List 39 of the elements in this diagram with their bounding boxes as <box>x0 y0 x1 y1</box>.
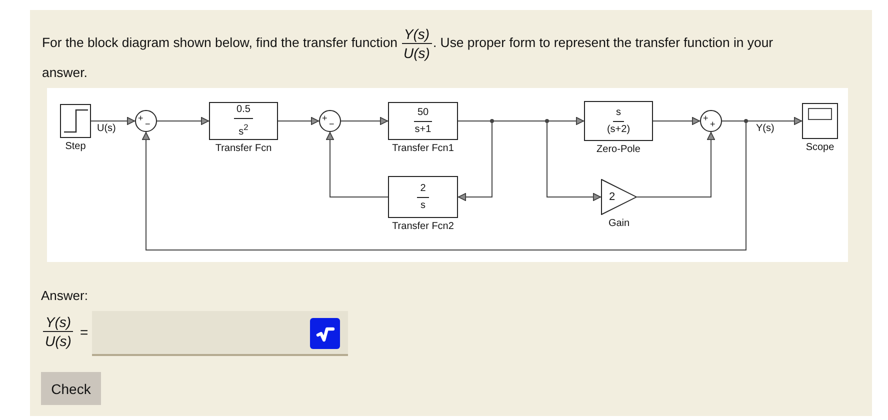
equals-sign: = <box>80 324 88 340</box>
numerator-text: 2 <box>417 182 429 198</box>
edge-label: U(s) <box>97 123 116 135</box>
fraction-numerator: Y(s) <box>43 313 74 332</box>
signal-arrow <box>458 120 602 201</box>
sign-label: + <box>322 114 328 123</box>
check-button: Check <box>41 372 101 405</box>
sign-label: + <box>138 114 144 123</box>
numerator-text: s <box>613 106 624 122</box>
edge-label: Y(s) <box>756 123 774 135</box>
sign-label: + <box>710 120 716 129</box>
block-caption: Scope <box>806 142 834 154</box>
sign-label: + <box>703 114 708 123</box>
denominator-text: (s+2) <box>606 124 630 136</box>
block-caption: Transfer Fcn <box>215 143 272 155</box>
numerator-text: 0.5 <box>234 104 254 119</box>
sign-label: − <box>329 120 334 129</box>
signal-arrow <box>156 117 210 125</box>
signal-arrow <box>90 117 136 125</box>
denominator-text: s+1 <box>414 124 432 136</box>
numerator-text: 50 <box>414 106 432 122</box>
block-caption: Transfer Fcn1 <box>392 143 454 155</box>
block-caption: Step <box>65 141 86 153</box>
fraction-denominator: U(s) <box>44 332 72 350</box>
signal-arrow <box>636 132 715 198</box>
signal-arrow <box>278 117 320 125</box>
denominator-text: s$^{2}$ <box>238 120 248 138</box>
denominator-text: s <box>420 200 426 212</box>
block-caption: Zero-Pole <box>596 144 640 156</box>
block-caption: Gain <box>608 218 630 230</box>
sign-label: − <box>145 120 150 129</box>
signal-arrow <box>326 132 388 198</box>
signal-arrow <box>340 117 388 125</box>
signal-arrow <box>652 117 700 125</box>
gain-value: 2 <box>609 191 616 203</box>
signal-arrow <box>142 120 746 250</box>
block-caption: Transfer Fcn2 <box>392 221 454 233</box>
signal-arrow <box>458 120 492 201</box>
answer-label: Answer: <box>41 288 88 304</box>
